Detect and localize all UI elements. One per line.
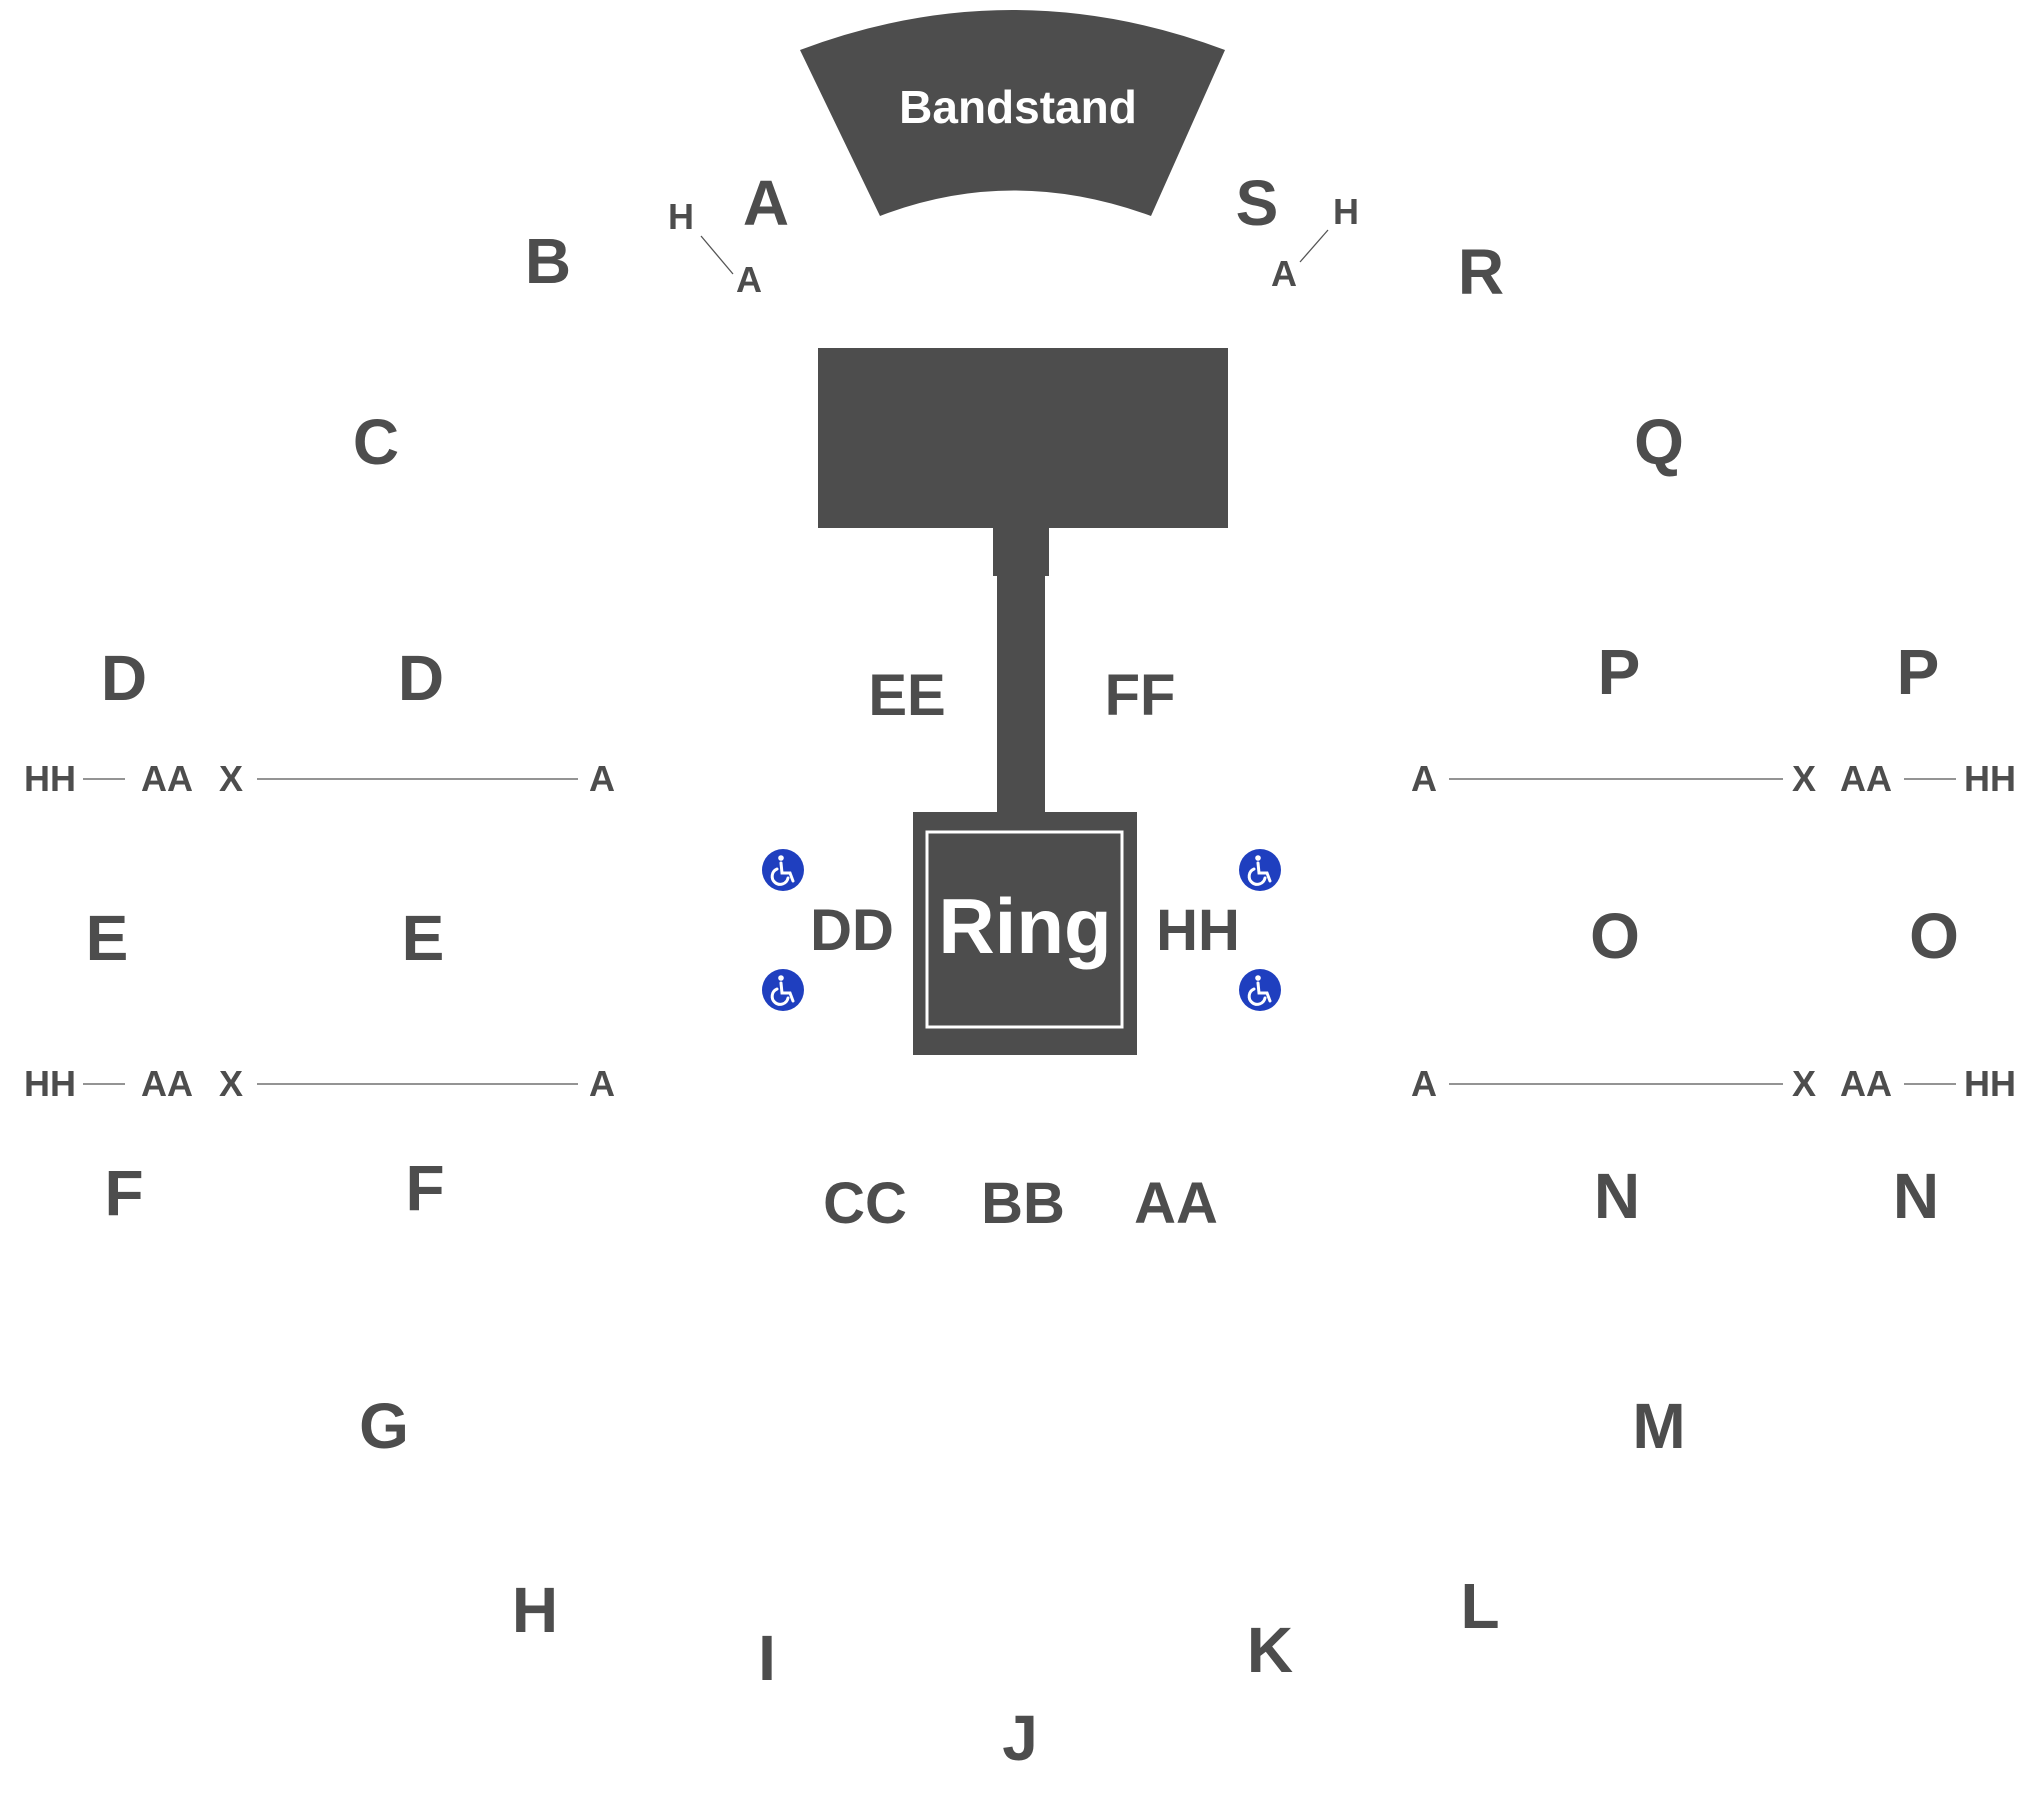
section-l[interactable]: L xyxy=(1460,1570,1499,1642)
section-n-outer[interactable]: N xyxy=(1893,1160,1939,1232)
section-j[interactable]: J xyxy=(1002,1702,1038,1774)
wheelchair-icon[interactable] xyxy=(1239,849,1281,891)
section-s[interactable]: S xyxy=(1236,167,1279,239)
row-label-a: A xyxy=(589,758,615,799)
section-m[interactable]: M xyxy=(1632,1390,1685,1462)
row-label-hh: HH xyxy=(1964,1063,2016,1104)
bandstand-label: Bandstand xyxy=(899,81,1137,133)
row-label-h: H xyxy=(668,196,694,237)
section-bb[interactable]: BB xyxy=(981,1171,1065,1236)
section-i[interactable]: I xyxy=(758,1622,776,1694)
section-b[interactable]: B xyxy=(525,225,571,297)
section-q[interactable]: Q xyxy=(1634,406,1684,478)
section-e-outer[interactable]: E xyxy=(86,902,129,974)
row-marker-section-a: H A xyxy=(668,196,762,300)
section-ff[interactable]: FF xyxy=(1105,663,1176,728)
bandstand[interactable]: Bandstand xyxy=(800,10,1225,216)
runway-connector xyxy=(993,526,1049,576)
row-label-aa: AA xyxy=(1840,758,1892,799)
section-cc[interactable]: CC xyxy=(823,1171,907,1236)
row-marker-left-bottom: HH AA X A xyxy=(24,1063,615,1104)
section-aa[interactable]: AA xyxy=(1134,1171,1218,1236)
section-f-outer[interactable]: F xyxy=(104,1157,143,1229)
section-dd[interactable]: DD xyxy=(810,898,894,963)
ring-inner xyxy=(925,830,1124,1029)
row-label-a: A xyxy=(1271,253,1297,294)
row-label-x: X xyxy=(1792,758,1816,799)
row-marker-right-bottom: A X AA HH xyxy=(1411,1063,2016,1104)
wheelchair-icon[interactable] xyxy=(762,969,804,1011)
ring-outer xyxy=(913,812,1137,1055)
row-label-h: H xyxy=(1333,191,1359,232)
section-f-inner[interactable]: F xyxy=(405,1152,444,1224)
row-marker-section-s: A H xyxy=(1271,191,1359,294)
section-c[interactable]: C xyxy=(353,406,399,478)
ring[interactable]: Ring xyxy=(913,812,1137,1055)
row-label-a: A xyxy=(589,1063,615,1104)
wheelchair-icon[interactable] xyxy=(762,849,804,891)
row-label-a: A xyxy=(1411,758,1437,799)
runway xyxy=(997,574,1045,814)
row-line xyxy=(1299,229,1329,263)
row-label-aa: AA xyxy=(141,1063,193,1104)
row-marker-right-top: A X AA HH xyxy=(1411,758,2016,799)
section-h[interactable]: H xyxy=(512,1574,558,1646)
row-label-a: A xyxy=(736,259,762,300)
section-r[interactable]: R xyxy=(1458,236,1504,308)
wheelchair-icon[interactable] xyxy=(1239,969,1281,1011)
section-o-outer[interactable]: O xyxy=(1909,900,1959,972)
ring-label: Ring xyxy=(938,882,1111,970)
section-d-outer[interactable]: D xyxy=(101,642,147,714)
row-label-a: A xyxy=(1411,1063,1437,1104)
row-label-hh: HH xyxy=(24,1063,76,1104)
row-line xyxy=(700,235,734,275)
stage-platform xyxy=(818,348,1228,528)
section-ee[interactable]: EE xyxy=(868,663,945,728)
section-a[interactable]: A xyxy=(743,167,789,239)
section-g[interactable]: G xyxy=(359,1390,409,1462)
section-o-inner[interactable]: O xyxy=(1590,900,1640,972)
row-label-aa: AA xyxy=(141,758,193,799)
section-p-outer[interactable]: P xyxy=(1897,636,1940,708)
section-k[interactable]: K xyxy=(1247,1614,1293,1686)
row-label-hh: HH xyxy=(1964,758,2016,799)
section-n-inner[interactable]: N xyxy=(1594,1160,1640,1232)
row-label-x: X xyxy=(219,1063,243,1104)
section-e-inner[interactable]: E xyxy=(402,902,445,974)
row-label-hh: HH xyxy=(24,758,76,799)
section-p-inner[interactable]: P xyxy=(1598,636,1641,708)
section-d-inner[interactable]: D xyxy=(398,642,444,714)
row-label-x: X xyxy=(219,758,243,799)
row-label-aa: AA xyxy=(1840,1063,1892,1104)
row-marker-left-top: HH AA X A xyxy=(24,758,615,799)
section-hh[interactable]: HH xyxy=(1156,898,1240,963)
row-label-x: X xyxy=(1792,1063,1816,1104)
bandstand-shape xyxy=(800,10,1225,216)
